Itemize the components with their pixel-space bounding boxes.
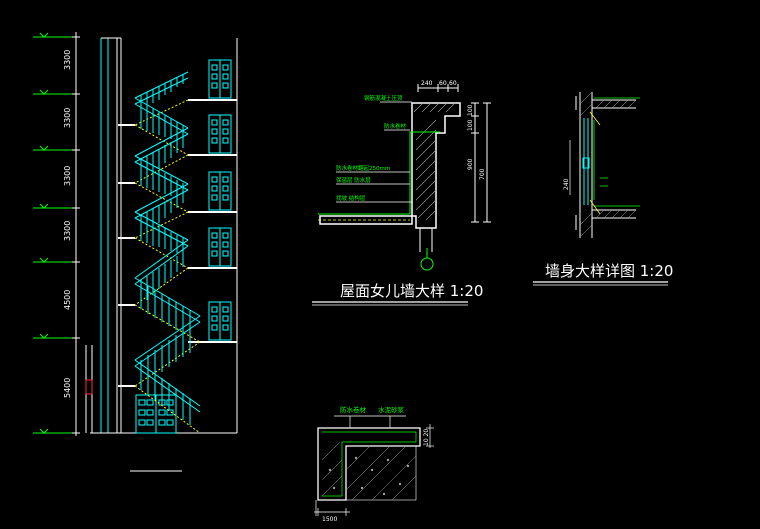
level-dimension-line xyxy=(72,32,80,436)
parapet-dims-top xyxy=(417,84,459,92)
eave-dim-right-label: 10 20 xyxy=(423,429,430,446)
wall-detail: 240 墙身大样详图 1:20 xyxy=(533,91,673,286)
eave-note-1: 防水卷材 xyxy=(340,405,367,414)
parapet-dim-top-2: 60 xyxy=(439,80,447,87)
parapet-note-1: 钢筋混凝土压顶 xyxy=(364,94,403,102)
floor-height-5: 4500 xyxy=(63,290,72,310)
wall-detail-title: 墙身大样详图 1:20 xyxy=(545,262,673,280)
eave-dim-bottom xyxy=(314,500,350,516)
parapet-dim-right-3: 900 xyxy=(467,158,474,170)
parapet-note-2: 防水卷材 xyxy=(384,122,407,130)
level-markers xyxy=(33,32,72,434)
floor-height-2: 3300 xyxy=(63,108,72,128)
stair-section: 3300 3300 3300 3300 4500 5400 xyxy=(33,32,238,472)
wall-dim-label: 240 xyxy=(563,178,570,190)
wall-finish-lines xyxy=(593,97,640,207)
parapet-note-3: 防水卷材翻起250mm xyxy=(336,164,390,172)
parapet-hatch xyxy=(413,102,456,221)
eave-detail: 防水卷材 水泥砂浆 10 20 15 xyxy=(314,405,434,523)
floor-height-1: 3300 xyxy=(63,50,72,70)
stair-doors xyxy=(135,59,232,434)
wall-body xyxy=(575,92,636,238)
floor-height-3: 3300 xyxy=(63,166,72,186)
membrane-green xyxy=(318,131,440,215)
parapet-dims-right xyxy=(471,102,491,223)
parapet-dim-right-1: 100 xyxy=(467,104,474,116)
parapet-detail-title: 屋面女儿墙大样 1:20 xyxy=(340,282,483,300)
parapet-dim-right-2: 100 xyxy=(467,119,474,131)
parapet-dim-top-3: 60 xyxy=(449,80,457,87)
floor-height-6: 5400 xyxy=(63,378,72,398)
eave-aggregate xyxy=(328,456,410,496)
stair-flights xyxy=(134,71,201,434)
parapet-detail: 240 60 60 100 100 900 700 xyxy=(312,80,491,306)
eave-fill xyxy=(345,445,417,501)
parapet-note-4: 保温层 防水层 xyxy=(336,176,371,184)
eave-dim-bottom-label: 1500 xyxy=(322,516,337,523)
wall-yellow-lines xyxy=(589,111,601,215)
eave-hatch xyxy=(321,441,417,501)
parapet-dim-top-1: 240 xyxy=(421,80,433,87)
floor-slabs xyxy=(118,99,237,387)
wall-window xyxy=(582,118,590,205)
parapet-outline xyxy=(319,102,461,229)
parapet-dim-right-4: 700 xyxy=(479,168,486,180)
parapet-leaders xyxy=(336,101,412,203)
floor-height-4: 3300 xyxy=(63,221,72,241)
eave-dim-right xyxy=(426,424,434,448)
eave-inner xyxy=(322,431,417,497)
eave-leaders xyxy=(334,415,406,428)
eave-note-2: 水泥砂浆 xyxy=(378,405,405,414)
parapet-note-5: 找坡 结构层 xyxy=(336,194,366,202)
